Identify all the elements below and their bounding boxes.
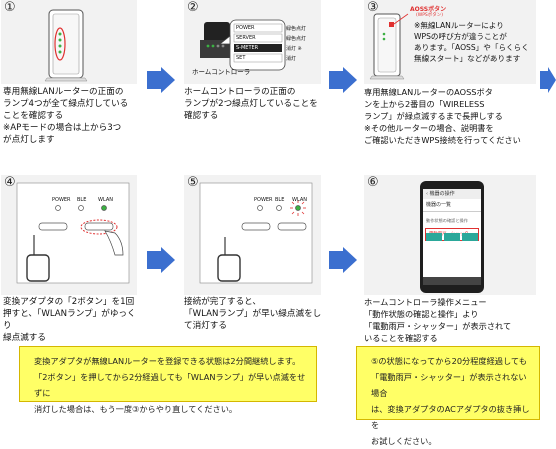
step-4-panel: ④ POWER BLE WLAN <box>1 175 137 295</box>
step-number: ④ <box>4 175 16 190</box>
phone-mockup: ‹ 機器の操作 機器の一覧 動作状態の確認と操作 電動雨戸・シャッター <box>420 181 484 293</box>
legend-row-smeter: S-METER 消灯 ※ <box>236 45 302 52</box>
step-number: ⑤ <box>187 175 199 190</box>
step-1-caption: 専用無線LANルーターの正面の ランプ4つが全て緑点灯している ことを確認する … <box>3 87 129 145</box>
router-aoss-illustration <box>369 13 409 80</box>
note-troubleshoot: ⑤の状態になってから20分程度経過しても 「電動雨戸・シャッター」が表示されない… <box>356 346 540 446</box>
step-number: ⑥ <box>367 175 379 190</box>
step-4-caption: 変換アダプタの「2ボタン」を1回 押すと、「WLANランプ」がゆっくり 緑点滅す… <box>3 297 136 343</box>
legend-row-power: POWER 緑色点灯 <box>236 25 307 32</box>
phone-screen: ‹ 機器の操作 機器の一覧 動作状態の確認と操作 電動雨戸・シャッター <box>423 189 481 285</box>
lamp-label-wlan: WLAN <box>98 197 114 203</box>
step-5-caption: 接続が完了すると、 「WLANランプ」が早い緑点滅をし て消灯する <box>184 297 322 331</box>
legend-row-server: SERVER 緑色点灯 <box>236 35 307 42</box>
lamp-label-wlan: WLAN <box>292 197 308 203</box>
wps-button-label: (WPSボタン) <box>416 13 444 18</box>
adapter-press-illustration <box>16 182 130 284</box>
note-registration-window: 変換アダプタが無線LANルーターを登録できる状態は2分間継続します。 「2ボタン… <box>19 346 317 414</box>
step-6-caption: ホームコントローラ操作メニュー 「動作状態の確認と操作」より 「電動雨戸・シャッ… <box>364 297 512 343</box>
step-3-caption: 専用無線LANルーターのAOSSボタ ンを上から2番目の「WIRELESS ラン… <box>364 87 521 145</box>
legend-row-set: SET 消灯 <box>236 55 297 62</box>
phone-control-row <box>426 233 478 241</box>
phone-heading: 機器の一覧 <box>423 199 481 212</box>
step-5-panel: ⑤ POWER BLE WLAN <box>184 175 321 295</box>
step-number: ③ <box>367 0 379 15</box>
step-1-panel: ① <box>1 0 137 84</box>
aoss-button-label: AOSSボタン <box>410 6 447 13</box>
home-controller-illustration <box>200 19 286 71</box>
phone-footer-bar <box>423 277 481 285</box>
adapter-complete-illustration <box>199 182 313 284</box>
step-6-panel: ⑥ ‹ 機器の操作 機器の一覧 動作状態の確認と操作 電動雨戸・シャッター <box>364 175 536 295</box>
back-icon: ‹ <box>426 191 428 197</box>
step-2-panel: ② POWER 緑色点灯 SERVER 緑色点灯 S-METER 消灯 ※ SE… <box>184 0 321 84</box>
router-illustration <box>44 9 88 82</box>
step-3-panel: ③ AOSSボタン (WPSボタン) ※無線LANルーターにより WPSの呼び方… <box>364 0 536 84</box>
lamp-label-power: POWER <box>52 197 71 203</box>
phone-menu-item[interactable]: 動作状態の確認と操作 <box>426 218 468 223</box>
device-label: ホームコントローラ <box>192 68 251 76</box>
step-number: ① <box>4 0 16 15</box>
lamp-label-ble: BLE <box>77 197 87 203</box>
phone-titlebar: ‹ 機器の操作 <box>423 189 481 199</box>
step-2-caption: ホームコントローラの正面の ランプが2つ緑点灯していることを 確認する <box>184 87 318 121</box>
lamp-label-ble: BLE <box>275 197 285 203</box>
wps-naming-note: ※無線LANルーターにより WPSの呼び方が違うことが あります。「AOSS」や… <box>414 21 529 63</box>
lamp-label-power: POWER <box>254 197 273 203</box>
step-number: ② <box>187 0 199 15</box>
